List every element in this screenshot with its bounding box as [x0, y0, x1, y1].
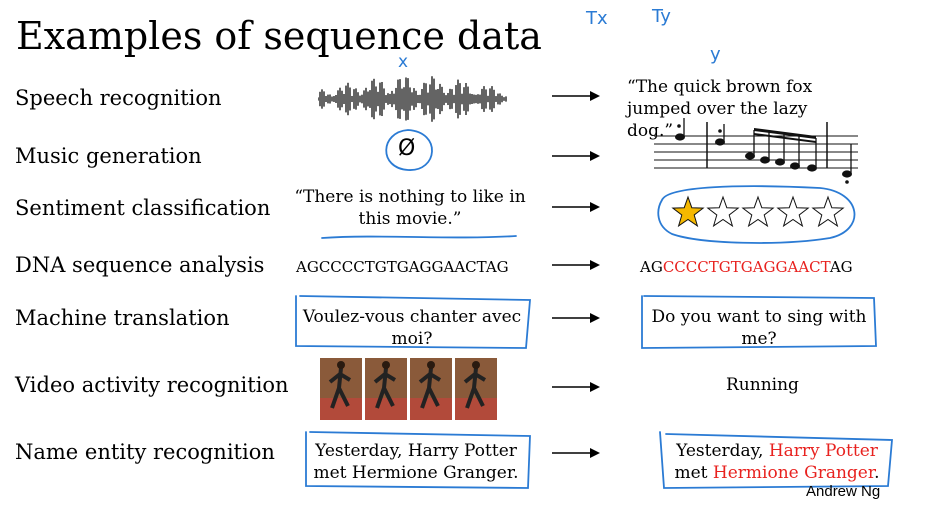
video-frames	[320, 358, 497, 420]
ner-output-text: Yesterday, Harry Potter met Hermione Gran…	[664, 440, 890, 484]
translation-output-text: Do you want to sing with me?	[651, 307, 867, 349]
dna-output-prefix: AG	[640, 258, 663, 276]
dna-output-highlight: CCCCTGTGAGGAACT	[662, 258, 830, 276]
speech-output-text: “The quick brown fox jumped over the laz…	[627, 77, 813, 141]
page-title: Examples of sequence data	[16, 14, 542, 58]
annotation-y: y	[710, 44, 721, 65]
row-label-name-entity-recognition: Name entity recognition	[15, 440, 275, 464]
annotation-ty: Ty	[652, 6, 671, 27]
arrow-right-icon	[552, 151, 600, 161]
star-empty-icon	[706, 195, 740, 228]
star-rating	[671, 195, 845, 228]
annotation-tx: Tx	[586, 8, 608, 29]
null-input-symbol: Ø	[398, 136, 416, 161]
arrow-right-icon	[552, 313, 600, 323]
ner-output-part: met	[674, 463, 713, 483]
ner-output-entity-hermione-granger: Hermione Granger	[712, 463, 875, 483]
ner-output-part: .	[874, 463, 880, 483]
row-label-video-activity-recognition: Video activity recognition	[15, 373, 289, 397]
row-label-sentiment-classification: Sentiment classification	[15, 196, 271, 220]
sentiment-input-text: “There is nothing to like in this movie.…	[294, 187, 526, 229]
author-credit: Andrew Ng	[806, 483, 881, 500]
star-empty-icon	[741, 195, 775, 228]
ner-output-entity-harry-potter: Harry Potter	[768, 441, 878, 461]
video-activity-output: Running	[726, 375, 799, 395]
star-empty-icon	[776, 195, 810, 228]
star-filled-icon	[671, 195, 705, 228]
dna-output-suffix: AG	[829, 258, 853, 276]
annotation-x: x	[398, 52, 409, 72]
ner-output-part: Yesterday,	[676, 441, 769, 461]
ner-input-text: Yesterday, Harry Potter met Hermione Gra…	[313, 441, 519, 483]
arrow-right-icon	[552, 382, 600, 392]
row-label-dna-sequence-analysis: DNA sequence analysis	[15, 253, 265, 277]
row-label-machine-translation: Machine translation	[15, 306, 230, 330]
arrow-right-icon	[552, 202, 600, 212]
dna-input-sequence: AGCCCCTGTGAGGAACTAG	[296, 258, 509, 276]
row-label-speech-recognition: Speech recognition	[15, 86, 222, 110]
music-staff-notation	[654, 118, 858, 184]
arrow-right-icon	[552, 260, 600, 270]
star-empty-icon	[811, 195, 845, 228]
translation-input-text: Voulez-vous chanter avec moi?	[302, 307, 522, 349]
arrow-right-icon	[552, 91, 600, 101]
row-label-music-generation: Music generation	[15, 144, 202, 168]
speech-waveform	[318, 76, 507, 122]
dna-output-sequence: AGCCCCTGTGAGGAACTAG	[640, 256, 853, 278]
arrow-right-icon	[552, 448, 600, 458]
